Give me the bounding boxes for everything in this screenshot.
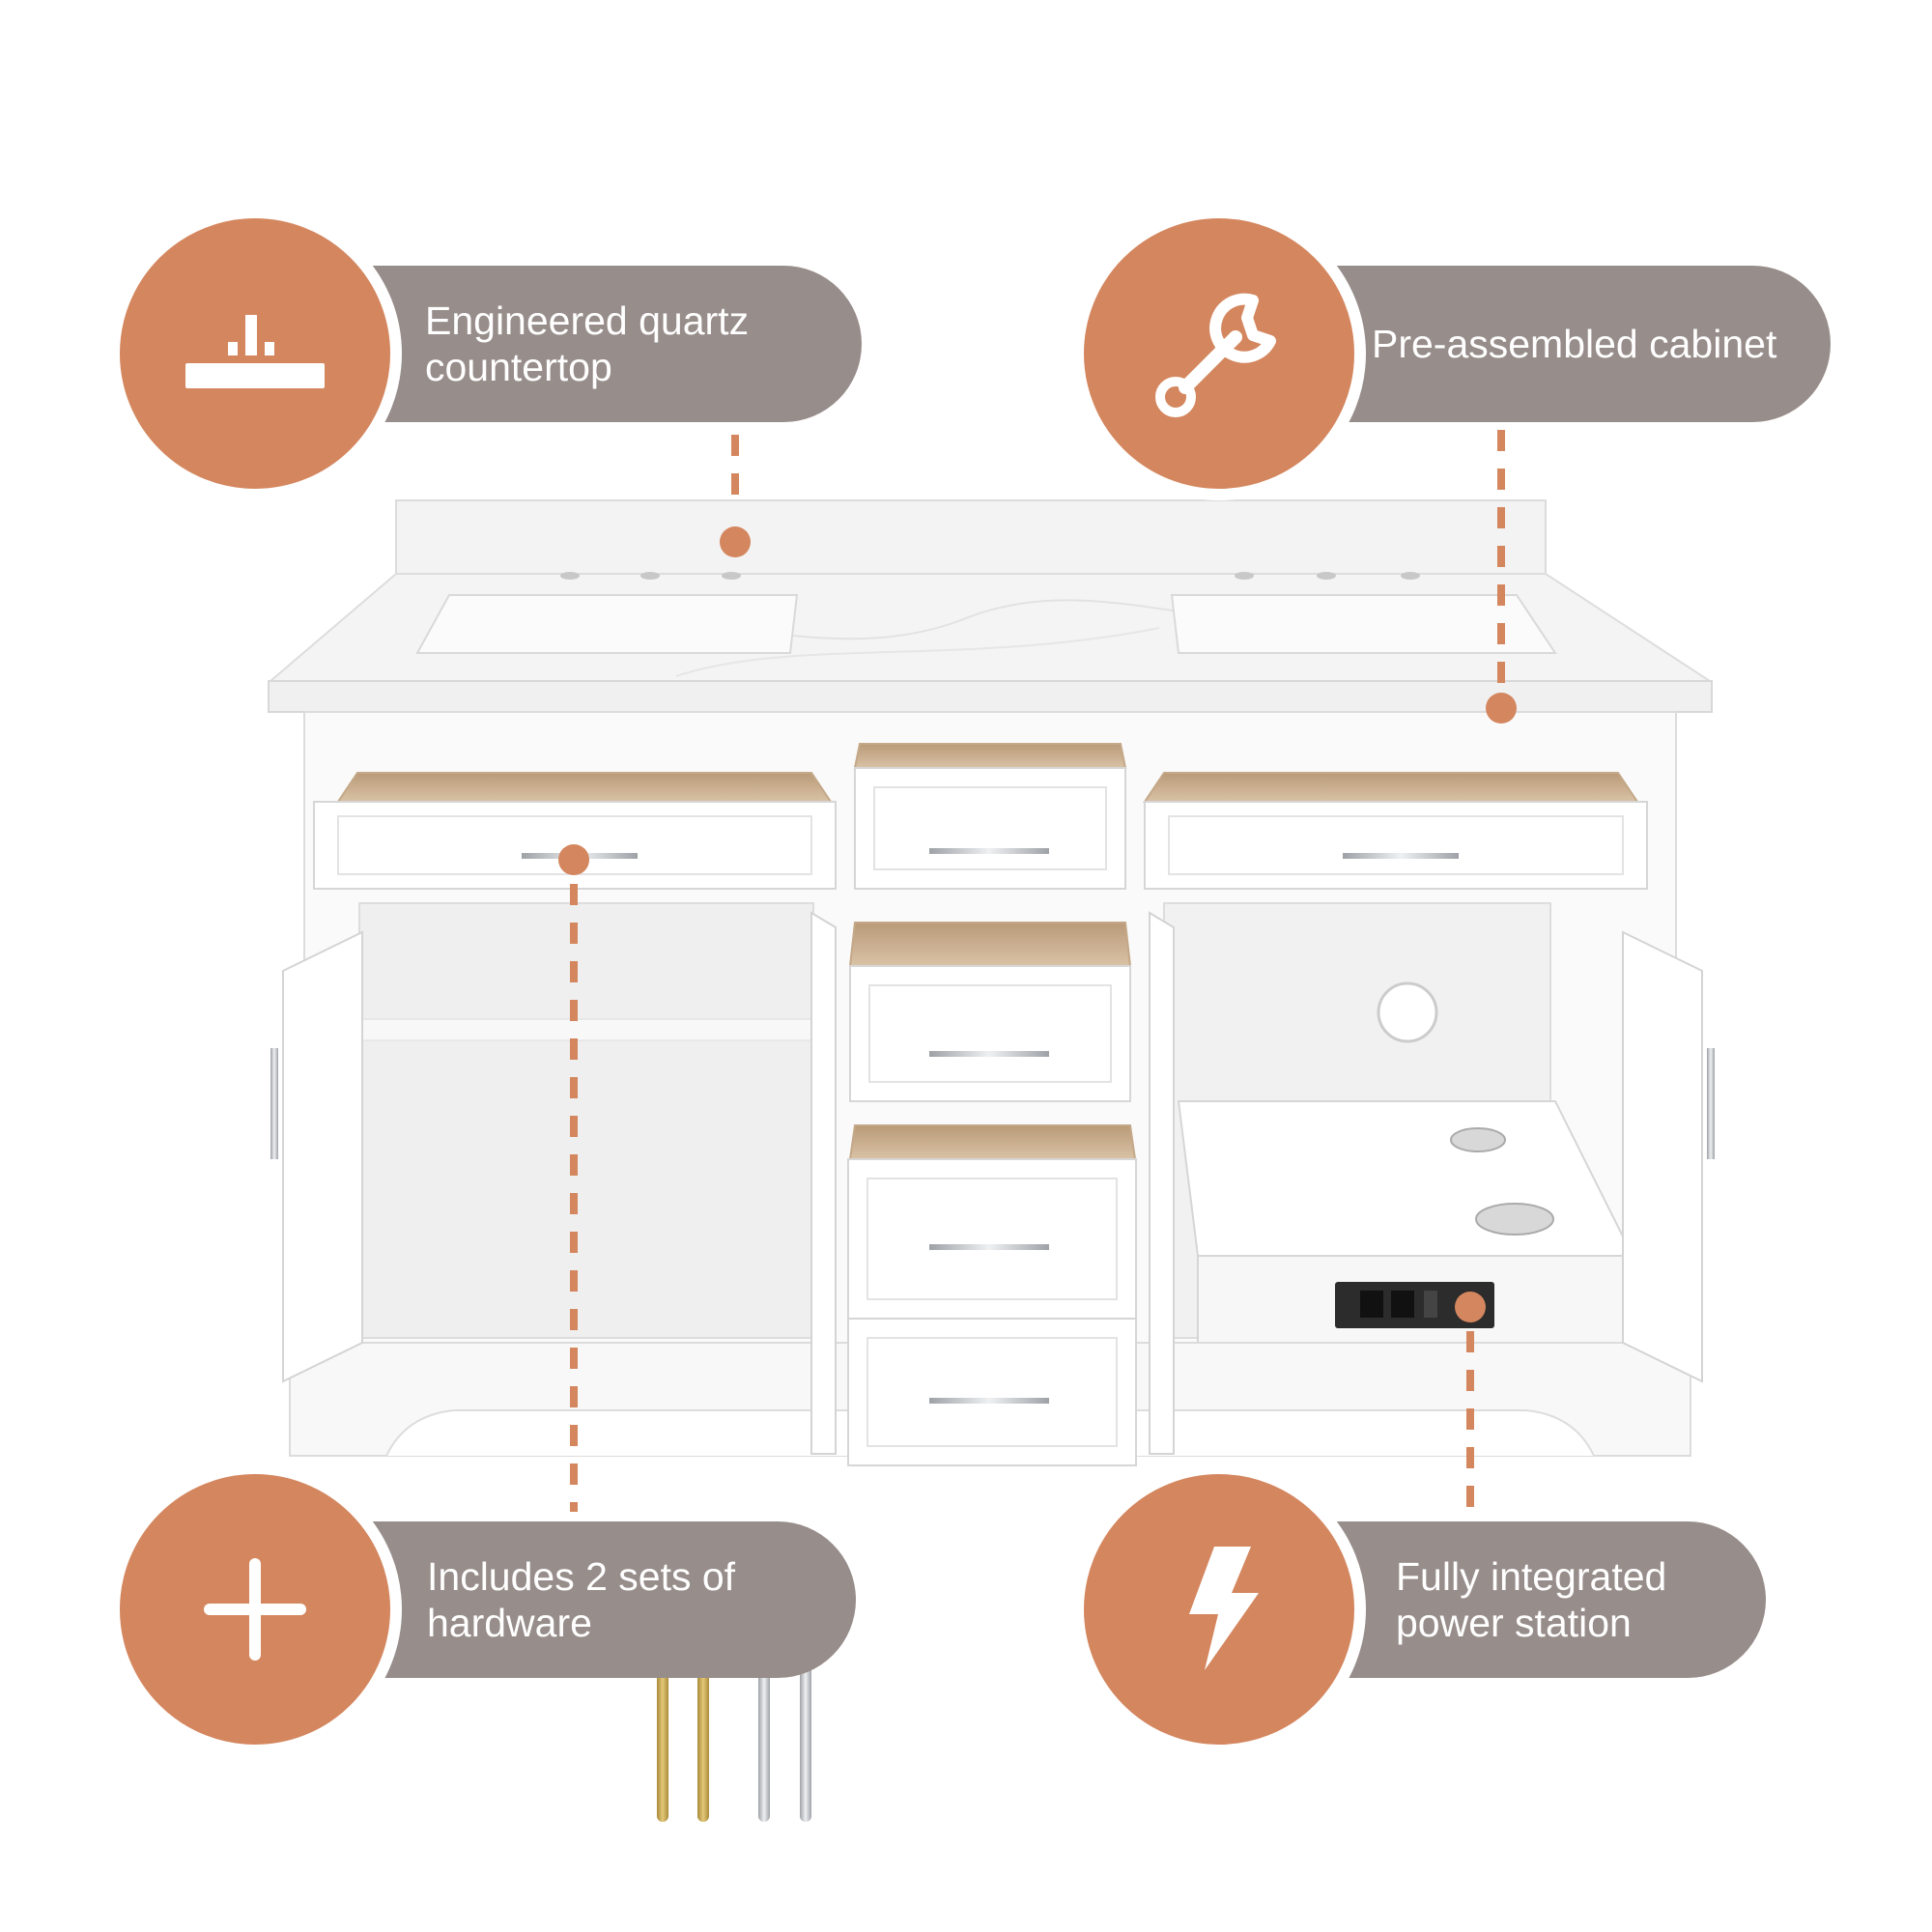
hardware-label-pill: Includes 2 sets of hardware: [328, 1521, 856, 1678]
backsplash: [395, 499, 1547, 575]
hardware-connector: [570, 884, 578, 1512]
power-pointer: [1455, 1292, 1486, 1322]
hardware-badge: [108, 1463, 402, 1756]
countertop-label: Engineered quartz countertop: [425, 298, 750, 389]
countertop-connector: [731, 435, 739, 512]
cabinet-badge: [1072, 207, 1366, 500]
power-label: Fully integrated power station: [1396, 1554, 1667, 1645]
countertop-pointer: [720, 526, 751, 557]
cabinet-label-pill: Pre-assembled cabinet: [1294, 266, 1831, 422]
hardware-handles: [657, 1650, 811, 1822]
hardware-label: Includes 2 sets of hardware: [427, 1554, 736, 1645]
plus-icon: [204, 1558, 306, 1661]
cabinet-connector: [1497, 430, 1505, 691]
lightning-bolt-icon: [1189, 1547, 1259, 1670]
power-badge: [1072, 1463, 1366, 1756]
countertop-badge: [108, 207, 402, 500]
countertop-icon: [185, 315, 325, 388]
wrench-icon: [1155, 293, 1276, 417]
countertop-label-pill: Engineered quartz countertop: [328, 266, 862, 422]
drawers: [313, 743, 1648, 1466]
power-connector: [1466, 1331, 1474, 1510]
power-label-pill: Fully integrated power station: [1294, 1521, 1766, 1678]
countertop: [268, 572, 1714, 713]
cabinet-label: Pre-assembled cabinet: [1372, 322, 1777, 366]
cabinet-pointer: [1486, 693, 1517, 724]
cabinet-doors: [270, 911, 1715, 1455]
hardware-pointer: [558, 844, 589, 875]
